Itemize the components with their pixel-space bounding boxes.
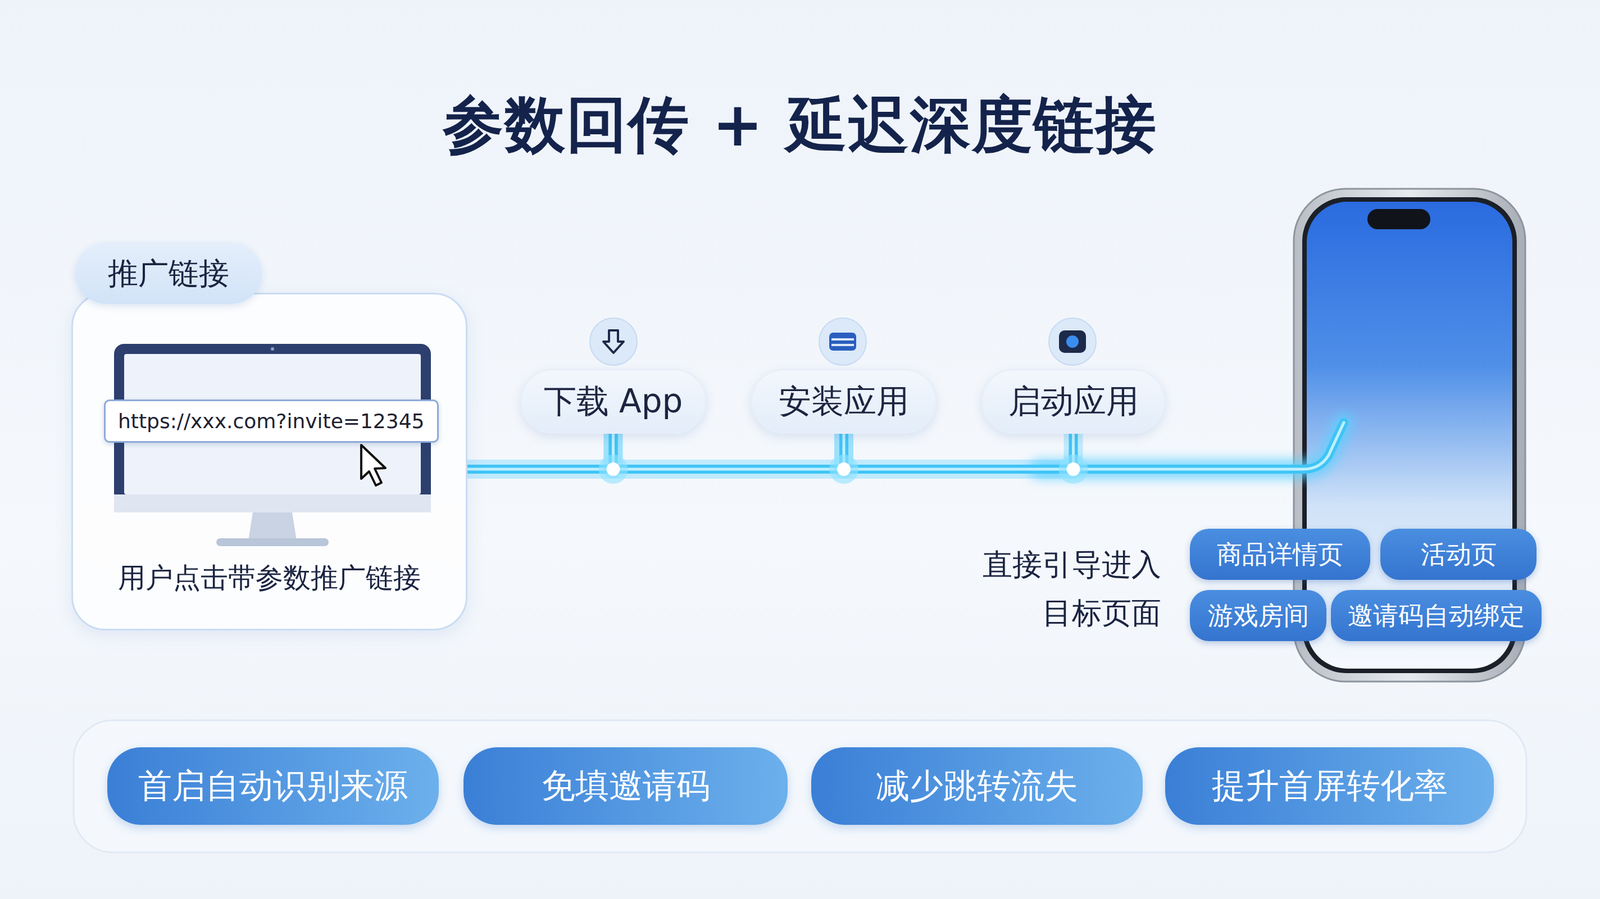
flow-dot: [829, 454, 859, 484]
box-label: 邀请码自动绑定: [1347, 598, 1525, 633]
benefit-button: 减少跳转流失: [811, 747, 1143, 825]
step-pill: 下载 App: [520, 369, 707, 434]
benefit-band: [73, 720, 1527, 853]
step-pill: 启动应用: [981, 369, 1166, 434]
benefit-button: 免填邀请码: [463, 747, 788, 825]
box-label: 安装应用: [778, 379, 909, 424]
box-label: 商品详情页: [1216, 537, 1344, 572]
box-label: 游戏房间: [1207, 598, 1309, 633]
source-panel: 推广链接用户点击带参数推广链接https://xxx.com?invite=12…: [71, 292, 468, 631]
box-label: 提升首屏转化率: [1211, 763, 1448, 809]
step-pill: 安装应用: [751, 369, 937, 434]
flow-connector: [843, 433, 1074, 470]
box-label: 启动应用: [1008, 379, 1139, 424]
target-page-tag: 游戏房间: [1189, 589, 1327, 642]
target-page-tag: 活动页: [1380, 528, 1537, 580]
box-label: 下载 App: [543, 379, 684, 424]
benefit-button: 首启自动识别来源: [107, 747, 439, 825]
box-label: 减少跳转流失: [875, 763, 1079, 809]
box-label: 活动页: [1420, 537, 1497, 572]
url-text: https://xxx.com?invite=12345: [117, 409, 425, 433]
flow-dot: [837, 462, 851, 476]
panel-heading: 推广链接: [75, 242, 262, 304]
flow-connector: [613, 433, 845, 470]
box-label: 首启自动识别来源: [138, 763, 408, 809]
panel-caption: 用户点击带参数推广链接: [73, 559, 466, 597]
box-label: 免填邀请码: [541, 763, 711, 809]
flow-dot: [1066, 462, 1081, 476]
flow-dot: [598, 454, 629, 484]
url-bar: https://xxx.com?invite=12345: [103, 399, 439, 443]
target-page-tag: 商品详情页: [1189, 528, 1371, 580]
flow-connector: [467, 433, 614, 470]
benefit-button: 提升首屏转化率: [1165, 747, 1494, 825]
title: 参数回传 + 延迟深度链接: [0, 84, 1600, 167]
annotation: 直接引导进入 目标页面: [975, 540, 1162, 638]
target-page-tag: 邀请码自动绑定: [1330, 589, 1542, 642]
flow-dot: [1058, 454, 1089, 484]
step-icons: [589, 317, 1097, 366]
flow-dot: [606, 462, 621, 476]
